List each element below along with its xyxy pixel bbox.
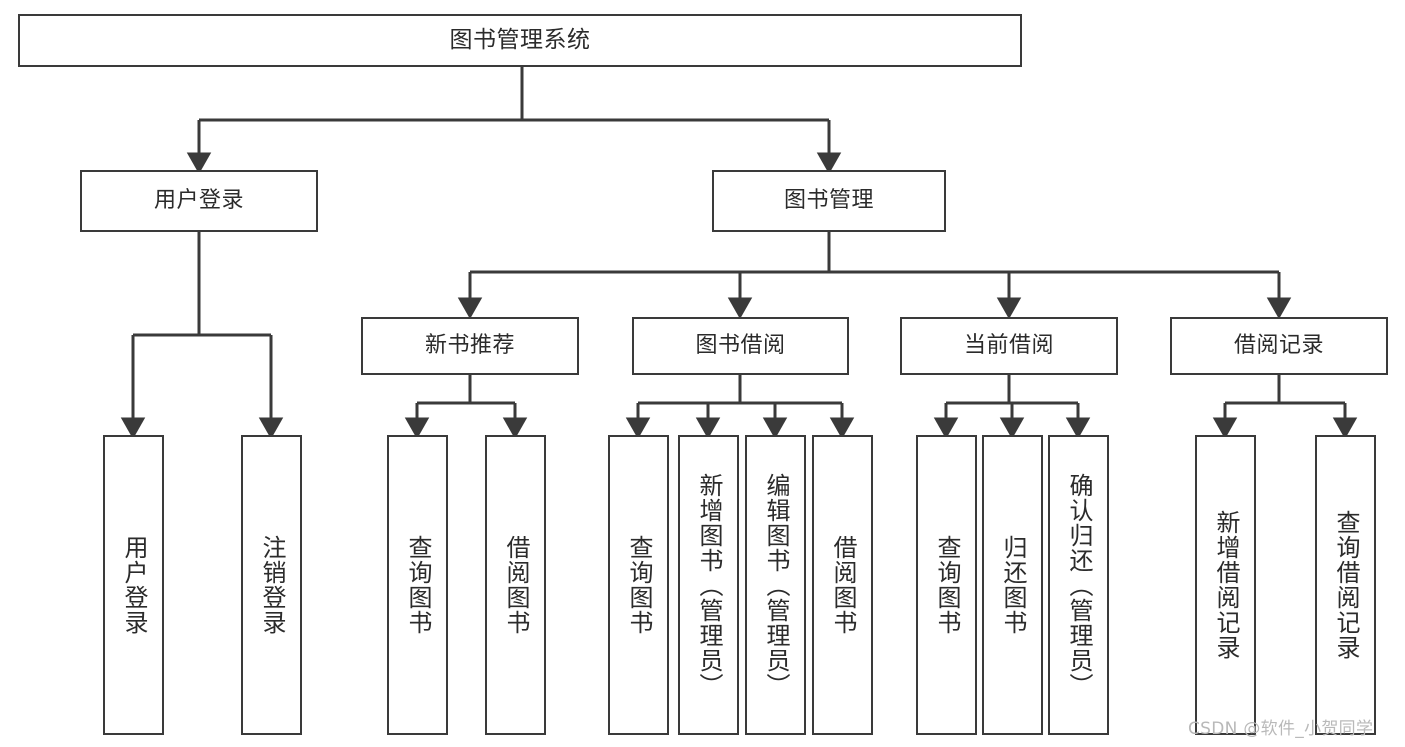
node-label: 新增借阅记录 [1211, 510, 1240, 660]
node-label: 查询借阅记录 [1331, 510, 1360, 660]
leaf-current-borrow-confirm-return-admin[interactable]: 确认归还（管理员） [1048, 435, 1109, 735]
leaf-book-borrow-add-book-admin[interactable]: 新增图书（管理员） [678, 435, 739, 735]
node-borrow-record[interactable]: 借阅记录 [1170, 317, 1388, 375]
leaf-new-book-query-book[interactable]: 查询图书 [387, 435, 448, 735]
node-label: 用户登录 [119, 535, 148, 635]
node-label: 图书管理系统 [449, 27, 591, 54]
leaf-book-borrow-borrow-book[interactable]: 借阅图书 [812, 435, 873, 735]
node-book-management[interactable]: 图书管理 [712, 170, 946, 232]
node-label: 图书借阅 [695, 333, 786, 359]
leaf-book-borrow-query-book[interactable]: 查询图书 [608, 435, 669, 735]
node-label: 确认归还（管理员） [1064, 472, 1093, 698]
node-user-login[interactable]: 用户登录 [80, 170, 318, 232]
node-label: 查询图书 [403, 535, 432, 635]
leaf-user-login-logout[interactable]: 注销登录 [241, 435, 302, 735]
node-label: 查询图书 [624, 535, 653, 635]
node-label: 编辑图书（管理员） [761, 472, 790, 698]
node-label: 新书推荐 [424, 333, 515, 359]
node-label: 当前借阅 [963, 333, 1054, 359]
leaf-current-borrow-query-book[interactable]: 查询图书 [916, 435, 977, 735]
node-current-borrow[interactable]: 当前借阅 [900, 317, 1118, 375]
node-label: 图书管理 [783, 188, 874, 214]
node-label: 借阅记录 [1233, 333, 1324, 359]
node-label: 借阅图书 [501, 535, 530, 635]
node-book-borrow[interactable]: 图书借阅 [632, 317, 849, 375]
node-label: 新增图书（管理员） [694, 472, 723, 698]
node-label: 用户登录 [153, 188, 244, 214]
leaf-borrow-record-query-record[interactable]: 查询借阅记录 [1315, 435, 1376, 735]
node-label: 借阅图书 [828, 535, 857, 635]
node-label: 注销登录 [257, 535, 286, 635]
leaf-user-login-login[interactable]: 用户登录 [103, 435, 164, 735]
node-label: 查询图书 [932, 535, 961, 635]
leaf-current-borrow-return-book[interactable]: 归还图书 [982, 435, 1043, 735]
node-root-book-management-system[interactable]: 图书管理系统 [18, 14, 1022, 67]
node-new-book-recommendation[interactable]: 新书推荐 [361, 317, 579, 375]
leaf-book-borrow-edit-book-admin[interactable]: 编辑图书（管理员） [745, 435, 806, 735]
leaf-new-book-borrow-book[interactable]: 借阅图书 [485, 435, 546, 735]
leaf-borrow-record-add-record[interactable]: 新增借阅记录 [1195, 435, 1256, 735]
csdn-watermark: CSDN @软件_小贺同学 [1188, 719, 1374, 739]
node-label: 归还图书 [998, 535, 1027, 635]
